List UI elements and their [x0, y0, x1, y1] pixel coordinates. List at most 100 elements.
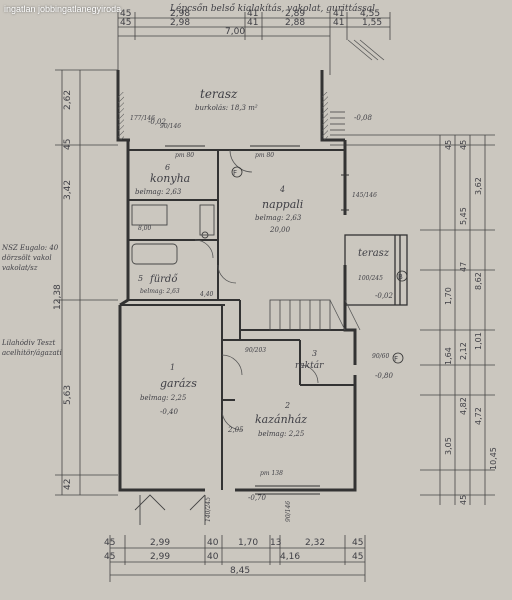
dim-label: 45	[459, 140, 468, 150]
dim-label: 40	[207, 538, 219, 548]
room-extra-nappali: 20,00	[269, 226, 291, 234]
opening-label: 90/146	[285, 501, 292, 522]
kitchen-counter	[131, 204, 168, 226]
opening-label: 100/245	[358, 275, 383, 282]
dim-label: 4,55	[360, 9, 380, 19]
left-dimension-lines	[55, 69, 118, 496]
dim-label: 41	[247, 9, 258, 19]
dim-label: 45	[352, 538, 363, 548]
right-dimension-labels: 45 45 3,62 5,45 8,62 47 1,70 1,64 2,12 1…	[444, 140, 498, 505]
left-note: acelhitör/ágazati	[2, 349, 62, 357]
room-extra-konyha: 8,00	[138, 225, 152, 232]
dim-label: 2,98	[170, 18, 190, 28]
room-name-konyha: konyha	[150, 172, 190, 185]
dim-label: 8,45	[230, 566, 250, 576]
dim-label: 45	[444, 140, 453, 150]
room-name-terasz-side: terasz	[358, 248, 390, 259]
room-area-furdo: belmag: 2,63	[140, 288, 180, 295]
dim-label: 3,05	[444, 437, 453, 455]
left-note: Lilahódiv Teszt	[1, 339, 55, 347]
dim-label: 2,12	[459, 342, 468, 360]
mark-label: F	[394, 355, 398, 363]
interior-walls	[120, 149, 355, 490]
level-mark: -0,02	[148, 118, 166, 126]
opening-label: 145/146	[352, 192, 377, 199]
room-area-konyha: belmag: 2,63	[135, 188, 182, 196]
dim-label: 7,00	[225, 27, 245, 37]
left-notes: NSZ Eugalo: 40 dörzsölt vakol vakolat/sz…	[1, 244, 62, 357]
dim-label: 3,42	[63, 180, 73, 200]
room-number-nappali: 4	[279, 185, 285, 194]
dim-label: 1,64	[444, 347, 453, 365]
dim-label: 13	[270, 538, 281, 548]
room-number-raktar: 3	[312, 349, 317, 358]
garage-entry	[134, 494, 206, 525]
watermark: ingatlan jobbingatlanegyiroda	[4, 4, 122, 14]
room-name-nappali: nappali	[262, 198, 303, 211]
opening-label: 140/245	[205, 497, 212, 522]
dim-label: 12,38	[53, 284, 63, 310]
right-dimension-lines	[330, 134, 495, 505]
room-name-raktar: raktár	[295, 360, 324, 371]
room-number-garazs: 1	[170, 363, 175, 372]
wall-hatch	[322, 92, 328, 140]
dim-label: 2,89	[285, 9, 305, 19]
opening-label: 90/60	[372, 353, 389, 360]
room-area-garazs: belmag: 2,25	[140, 394, 187, 402]
left-note: dörzsölt vakol	[2, 254, 52, 262]
fixtures	[131, 204, 215, 265]
dim-label: 45	[104, 538, 115, 548]
dim-label: 2,62	[63, 90, 73, 110]
dim-label: 41	[333, 9, 344, 19]
dim-label: 1,55	[362, 18, 382, 28]
dim-label: 1,70	[444, 287, 453, 305]
dim-label: 2,99	[150, 552, 170, 562]
room-area-terasz-top: burkolás: 18,3 m²	[195, 104, 258, 112]
room-name-terasz-top: terasz	[200, 87, 238, 101]
staircase	[269, 299, 331, 331]
dim-label: 45	[120, 18, 131, 28]
room-area-kazanhaz: belmag: 2,25	[258, 430, 305, 438]
windows	[165, 145, 349, 495]
opening-label: pm 80	[175, 152, 194, 159]
opening-label: pm 80	[255, 152, 274, 159]
opening-label: 90/203	[245, 347, 266, 354]
dim-label: 5,63	[63, 385, 73, 405]
circle-marks: F F B	[231, 166, 408, 364]
room-name-garazs: garázs	[160, 377, 197, 390]
room-name-furdo: fürdő	[149, 274, 178, 285]
dim-label: 45	[63, 139, 73, 150]
doors	[194, 149, 319, 431]
dim-label: 45	[459, 495, 468, 505]
dim-label: 41	[247, 18, 258, 28]
room-number-furdo: 5	[138, 274, 143, 283]
top-dimension-lines	[117, 12, 391, 75]
dim-label: 40	[207, 552, 219, 562]
header-note: Lépcsőn belső kialakítás, vakolat, gurit…	[169, 3, 375, 14]
dim-label: 2,98	[170, 9, 190, 19]
level-mark: -0,70	[248, 494, 266, 502]
wall-hatch	[118, 92, 124, 140]
level-mark: -0,80	[375, 372, 393, 380]
bottom-dimension-lines	[109, 535, 366, 582]
mark-label: F	[233, 169, 237, 177]
dim-label: 41	[333, 18, 344, 28]
left-dimension-labels: 2,62 45 3,42 12,38 5,63 42	[53, 90, 73, 490]
room-extra-kazanhaz: 2,05	[227, 426, 244, 434]
left-note: NSZ Eugalo: 40	[1, 244, 59, 252]
room-extra-garazs: -0,40	[160, 408, 178, 416]
room-extra-furdo: 4,40	[199, 291, 214, 298]
side-terrace	[344, 234, 408, 306]
dim-label: 47	[459, 262, 468, 272]
dim-label: 2,99	[150, 538, 170, 548]
dim-label: 45	[104, 552, 115, 562]
dim-label: 10,45	[489, 447, 498, 470]
dim-label: 45	[120, 9, 131, 19]
room-area-nappali: belmag: 2,63	[255, 214, 302, 222]
room-number-konyha: 6	[165, 163, 170, 172]
decorative-hatching	[329, 39, 385, 331]
top-dimension-labels: 45 2,98 41 2,89 41 4,55 45 2,98 41 2,88 …	[120, 9, 382, 37]
dim-label: 4,72	[474, 407, 483, 425]
